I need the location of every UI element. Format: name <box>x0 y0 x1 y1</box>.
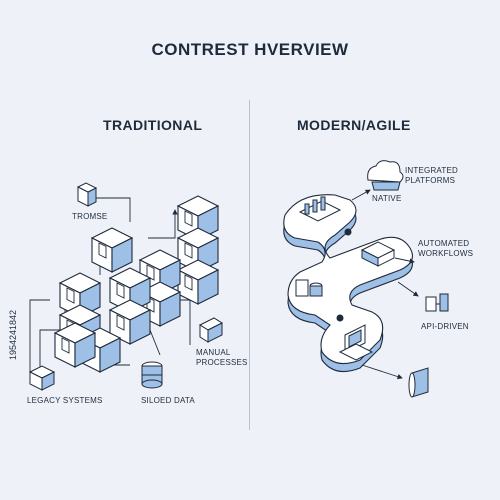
database-stack-icon <box>295 279 323 297</box>
monitor-icon <box>338 324 374 361</box>
legacy-systems-icon <box>28 365 56 391</box>
automated-workflows-label: AUTOMATED WORKFLOWS <box>418 239 474 258</box>
workflow-machine-icon <box>360 241 396 267</box>
column-divider <box>249 100 250 430</box>
tromse-label: TROMSE <box>72 212 108 221</box>
server-rack-icon <box>298 196 342 222</box>
platform-flow <box>283 194 413 373</box>
api-plug-icon <box>425 293 449 312</box>
modern-heading: MODERN/AGILE <box>297 117 411 133</box>
diagram-title: CONTREST HVERVIEW <box>151 40 349 59</box>
modern-connectors <box>351 189 419 380</box>
integrated-platforms-label: INTEGRATED PLATFORMS <box>405 166 458 185</box>
manual-processes-label: MANUAL PROCESSES <box>196 348 248 367</box>
siloed-data-label: SILOED DATA <box>141 396 195 405</box>
legacy-systems-label: LEGACY SYSTEMS <box>27 396 103 405</box>
api-driven-label: API-DRIVEN <box>421 322 469 331</box>
cloud-icon <box>367 160 404 191</box>
tromse-icon <box>76 182 98 207</box>
traditional-heading: TRADITIONAL <box>103 117 203 133</box>
native-label: NATIVE <box>372 194 402 203</box>
gear-icon <box>336 228 352 322</box>
document-roll-icon <box>408 367 429 398</box>
manual-processes-icon <box>198 317 224 343</box>
stock-watermark-id: 1954241842 <box>8 309 18 360</box>
siloed-data-icon <box>141 361 163 389</box>
